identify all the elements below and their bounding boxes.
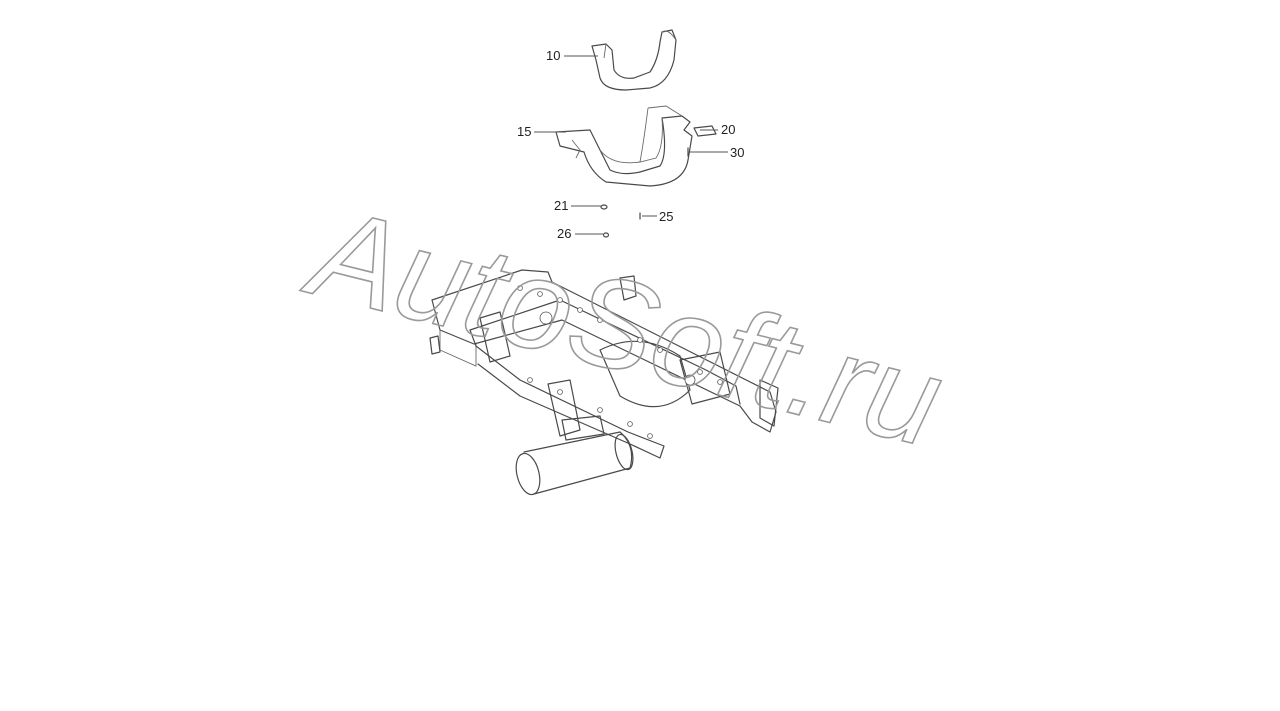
part-20-plate <box>693 125 717 137</box>
callout-20: 20 <box>721 122 736 137</box>
part-10-strap <box>591 29 677 91</box>
part-15-cradle <box>555 105 717 187</box>
fuel-tank <box>515 431 634 496</box>
chassis-frame <box>429 269 779 459</box>
callout-21: 21 <box>554 198 569 213</box>
leader-lines <box>534 55 728 235</box>
callout-15: 15 <box>517 124 532 139</box>
callout-30: 30 <box>730 145 745 160</box>
callout-25: 25 <box>659 209 674 224</box>
small-hardware <box>600 204 641 238</box>
callout-26: 26 <box>557 226 572 241</box>
callout-10: 10 <box>546 48 561 63</box>
